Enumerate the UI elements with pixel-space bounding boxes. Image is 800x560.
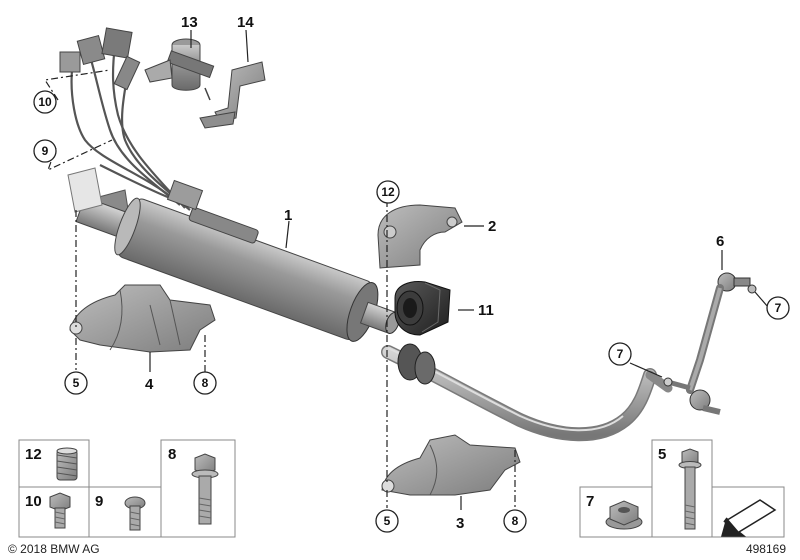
part-13-module	[144, 38, 215, 101]
pan-screw-icon	[124, 496, 146, 531]
bar-bushing	[397, 343, 436, 385]
label-part-14: 14	[237, 14, 254, 31]
part-2-clamp	[377, 204, 463, 269]
circled-label-8-left-text: 8	[202, 376, 209, 390]
circled-label-8-right-text: 8	[512, 514, 519, 528]
diagram-number: 498169	[746, 542, 786, 556]
circled-label-5-right: 5	[375, 509, 399, 533]
part-7-bolt	[663, 377, 691, 391]
circled-label-12-top: 12	[376, 180, 400, 204]
circled-label-5-left-text: 5	[73, 376, 80, 390]
part-14-bracket	[199, 61, 266, 129]
circled-label-7-center-text: 7	[617, 347, 624, 361]
connectors	[59, 27, 204, 211]
actuator-cylinder	[67, 167, 400, 342]
hex-bolt-icon	[49, 492, 71, 529]
box-label-9: 9	[95, 493, 103, 510]
circled-label-9-text: 9	[42, 144, 49, 158]
flange-bolt-icon	[191, 453, 219, 525]
circled-label-5-left: 5	[64, 371, 88, 395]
label-part-13: 13	[181, 14, 198, 31]
part-11-bushing	[394, 281, 451, 336]
small-parts-right: 5 7	[579, 439, 785, 538]
box-label-10: 10	[25, 493, 42, 510]
circled-label-7-right-text: 7	[775, 301, 782, 315]
long-bolt-icon	[678, 448, 702, 530]
box-label-5: 5	[658, 446, 666, 463]
circled-label-8-right: 8	[503, 509, 527, 533]
flange-nut-icon	[605, 500, 643, 530]
label-part-2: 2	[488, 218, 496, 235]
threaded-insert-icon	[56, 447, 78, 481]
small-parts-left: 12 10 9 8	[18, 439, 236, 538]
box-label-8: 8	[168, 446, 176, 463]
circled-label-10-text: 10	[38, 95, 52, 109]
part-4-bracket	[69, 284, 216, 353]
label-part-11: 11	[478, 302, 494, 319]
part-6-link	[686, 272, 757, 415]
direction-arrow-icon	[721, 499, 777, 537]
circled-label-12-text: 12	[381, 185, 395, 199]
label-part-6: 6	[716, 233, 724, 250]
label-part-4: 4	[145, 376, 154, 393]
circled-label-8-left: 8	[193, 371, 217, 395]
circled-label-7-center: 7	[608, 342, 632, 366]
box-label-7: 7	[586, 493, 594, 510]
circled-label-9-top: 9	[33, 139, 57, 163]
label-part-1: 1	[284, 207, 292, 224]
circled-label-5-right-text: 5	[384, 514, 391, 528]
wiring-harness	[70, 44, 191, 211]
leader-lines	[43, 29, 769, 510]
circled-label-7-right: 7	[766, 296, 790, 320]
label-part-3: 3	[456, 515, 464, 532]
copyright-text: © 2018 BMW AG	[8, 542, 100, 556]
circled-label-10: 10	[33, 90, 57, 114]
part-3-bracket	[381, 434, 521, 496]
box-label-12: 12	[25, 446, 42, 463]
